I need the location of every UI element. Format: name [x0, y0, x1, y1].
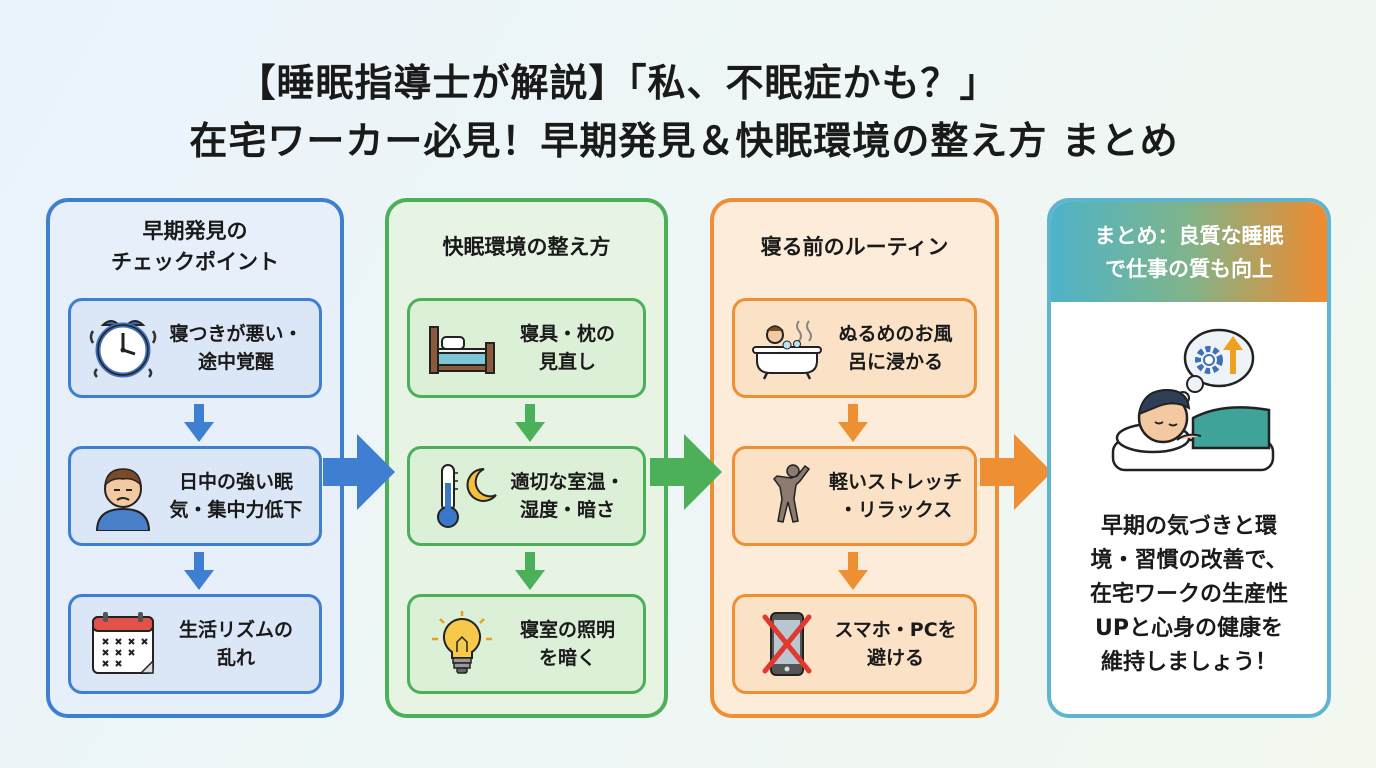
column-heading: 早期発見の チェックポイント	[111, 219, 279, 274]
right-arrow-icon	[650, 432, 722, 512]
title-line-1: 【睡眠指導士が解説】「私、不眠症かも？」	[237, 61, 999, 105]
alarm-clock-icon	[83, 313, 163, 383]
down-arrow-icon	[838, 404, 868, 442]
environment-text: 適切な室温・ 湿度・暗さ	[510, 471, 625, 521]
light-bulb-icon	[422, 609, 502, 679]
checkpoint-text: 寝つきが悪い・ 途中覚醒	[169, 323, 303, 373]
title-line-2: 在宅ワーカー必見！早期発見＆快眠環境の整え方 まとめ	[189, 119, 1179, 163]
routine-card-stretch: 軽いストレッチ ・リラックス	[732, 446, 977, 546]
checkpoint-card-daytime-sleepiness: 日中の強い眠 気・集中力低下	[68, 446, 322, 546]
sleeping-person-icon	[1107, 322, 1277, 492]
routine-text: ぬるめのお風 呂に浸かる	[838, 323, 953, 373]
column-sleep-environment: 快眠環境の整え方 寝具・枕の 見直し	[385, 198, 668, 718]
down-arrow-icon	[184, 404, 214, 442]
checkpoint-text: 日中の強い眠 気・集中力低下	[169, 471, 303, 521]
column-heading: 快眠環境の整え方	[442, 235, 611, 259]
summary-text: 早期の気づきと環 境・習慣の改善で、 在宅ワークの生産性 UPと心身の健康を 維…	[1089, 514, 1288, 675]
column-bedtime-routine: 寝る前のルーティン ぬるめのお風 呂に浸かる	[710, 198, 999, 718]
stretching-person-icon	[747, 461, 827, 531]
column-heading: 寝る前のルーティン	[760, 235, 949, 259]
right-arrow-icon	[323, 432, 395, 512]
page-title: 【睡眠指導士が解説】「私、不眠症かも？」 在宅ワーカー必見！早期発見＆快眠環境の…	[0, 54, 1376, 170]
tired-person-icon	[83, 461, 163, 531]
routine-text: スマホ・PCを 避ける	[834, 619, 957, 669]
down-arrow-icon	[515, 552, 545, 590]
bathtub-icon	[747, 313, 827, 383]
environment-card-bedding: 寝具・枕の 見直し	[407, 298, 646, 398]
routine-text: 軽いストレッチ ・リラックス	[828, 471, 962, 521]
down-arrow-icon	[184, 552, 214, 590]
calendar-icon	[83, 609, 163, 679]
routine-card-bath: ぬるめのお風 呂に浸かる	[732, 298, 977, 398]
summary-panel: まとめ：良質な睡眠 で仕事の質も向上 早期の気づきと環 境・習慣の改善で、 在宅…	[1047, 198, 1331, 718]
no-smartphone-icon	[747, 609, 827, 679]
routine-card-no-screens: スマホ・PCを 避ける	[732, 594, 977, 694]
environment-text: 寝室の照明 を暗く	[519, 619, 615, 669]
environment-text: 寝具・枕の 見直し	[519, 323, 615, 373]
column-early-detection: 早期発見の チェックポイント 寝つきが悪い・ 途中覚醒	[46, 198, 344, 718]
down-arrow-icon	[515, 404, 545, 442]
thermometer-moon-icon	[422, 461, 502, 531]
down-arrow-icon	[838, 552, 868, 590]
checkpoint-card-rhythm: 生活リズムの 乱れ	[68, 594, 322, 694]
environment-card-temperature: 適切な室温・ 湿度・暗さ	[407, 446, 646, 546]
summary-heading: まとめ：良質な睡眠 で仕事の質も向上	[1051, 202, 1327, 302]
right-arrow-icon	[980, 432, 1052, 512]
environment-card-lighting: 寝室の照明 を暗く	[407, 594, 646, 694]
bed-icon	[422, 313, 502, 383]
checkpoint-card-sleep-onset: 寝つきが悪い・ 途中覚醒	[68, 298, 322, 398]
checkpoint-text: 生活リズムの 乱れ	[178, 619, 293, 669]
